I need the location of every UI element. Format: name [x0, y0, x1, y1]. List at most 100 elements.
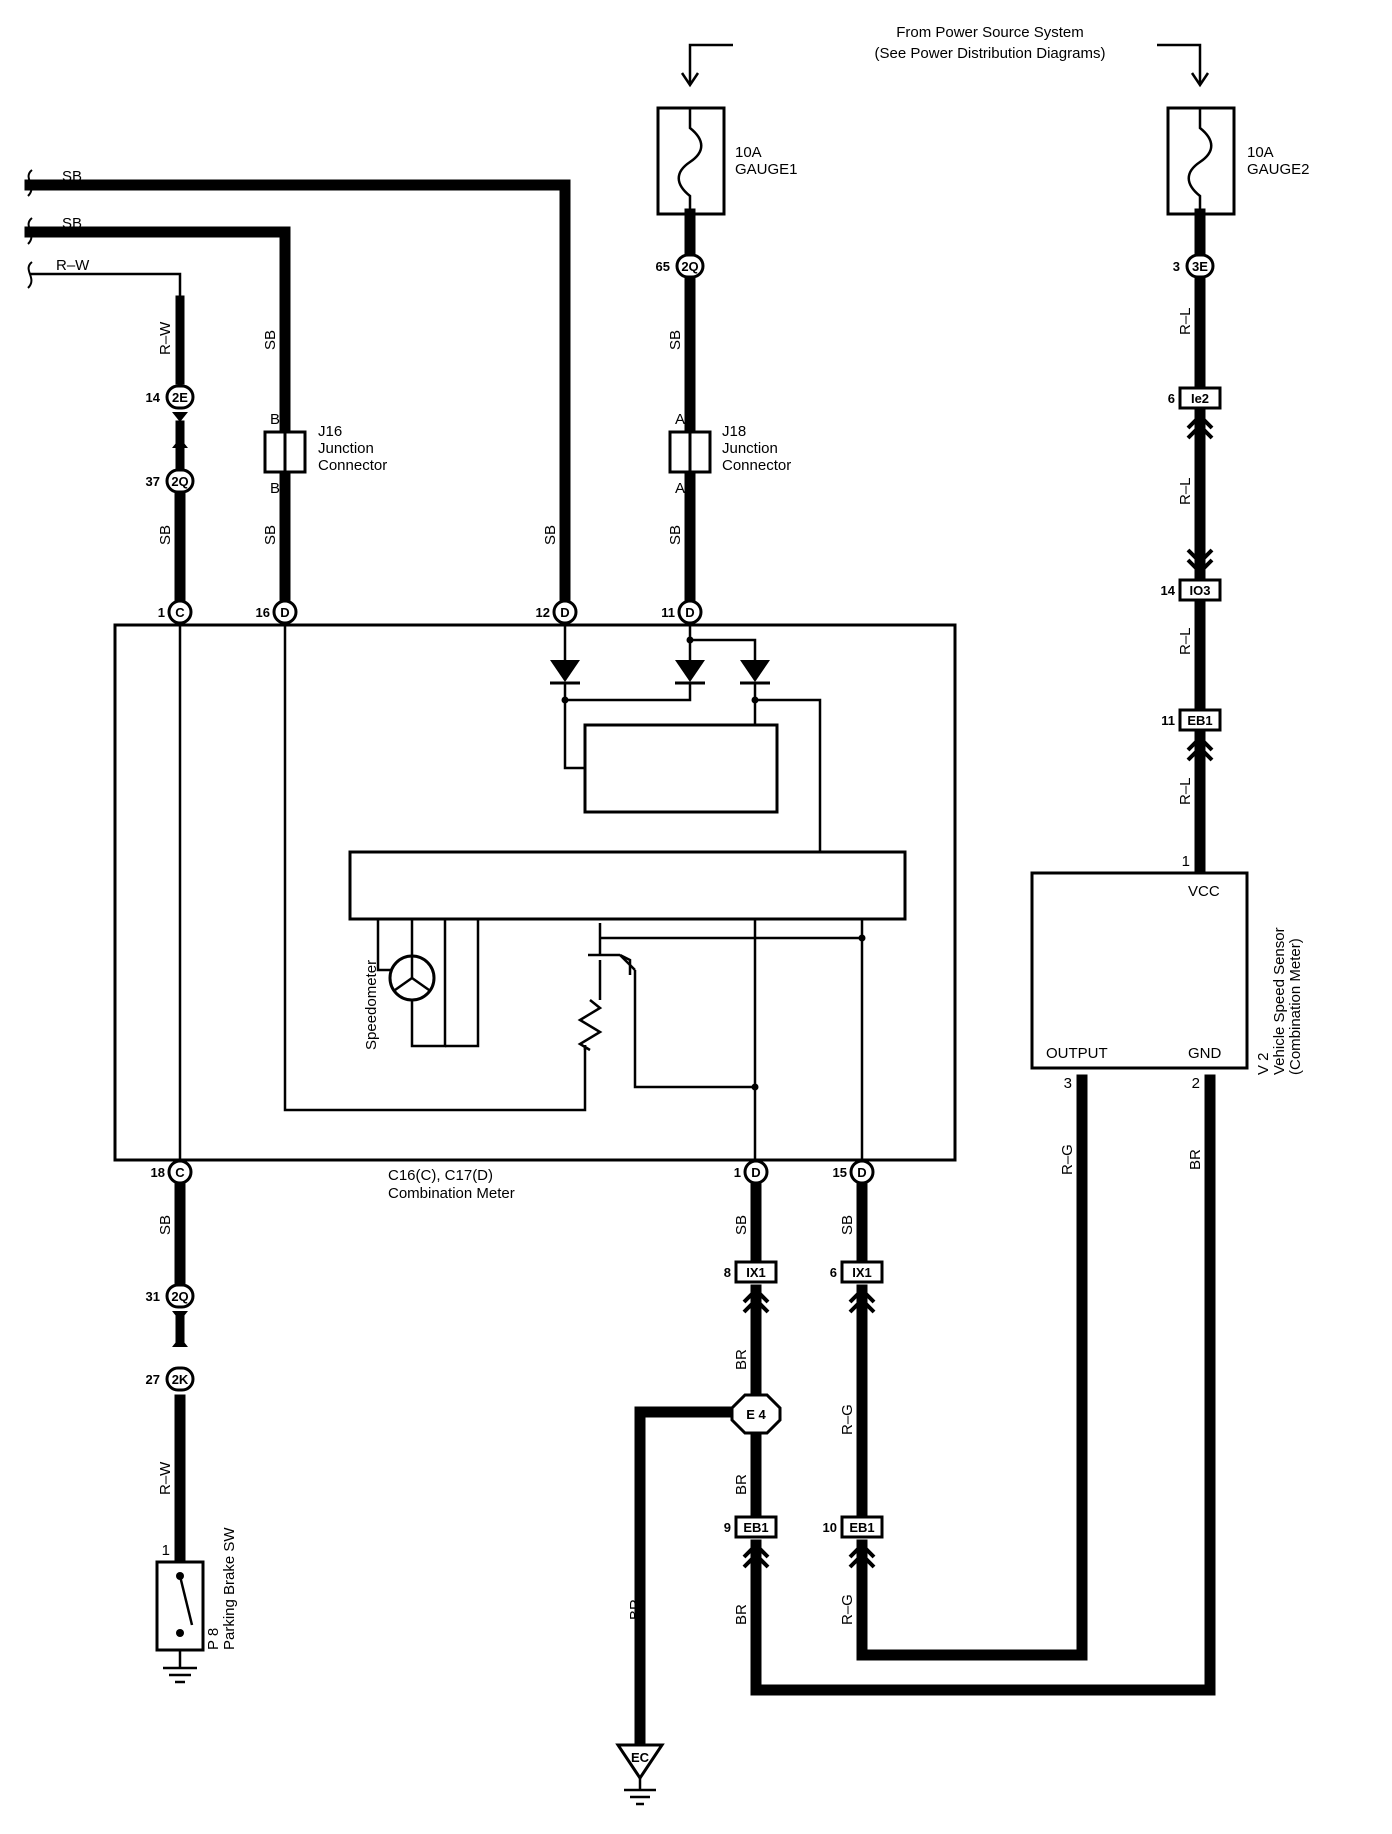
parking-brake-line2: Parking Brake SW: [221, 1527, 238, 1650]
wire-label-rw-bottom: R–W: [157, 1461, 174, 1495]
meter-pin-1c: C 1: [158, 599, 193, 625]
meter-pin-12d: D 12: [536, 599, 578, 625]
svg-text:11: 11: [1161, 713, 1175, 728]
svg-text:IX1: IX1: [852, 1265, 872, 1280]
sensor-vcc: VCC: [1188, 883, 1220, 900]
connector-2q-37: 2Q 37: [146, 468, 195, 494]
connector-2q-31: 2Q 31: [146, 1283, 195, 1309]
wire-label-rl-3: R–L: [1177, 627, 1194, 655]
svg-text:18: 18: [151, 1165, 165, 1180]
sensor-title1: V 2: [1255, 1052, 1272, 1075]
j18-line2: Junction: [722, 440, 778, 457]
svg-text:11: 11: [661, 605, 675, 620]
wire-label-rl-1: R–L: [1177, 307, 1194, 335]
parking-brake-switch: 1 P 8 Parking Brake SW: [155, 1527, 238, 1684]
rect-connectors: Ie2 6 IO3 14 EB1 11 IX1 8 IX: [724, 386, 1222, 1569]
svg-text:D: D: [857, 1165, 866, 1180]
wire-label-rg-sensor: R–G: [1059, 1144, 1076, 1175]
svg-text:6: 6: [1168, 391, 1175, 406]
wire-label-sb-c1: SB: [157, 525, 174, 545]
svg-text:IX1: IX1: [746, 1265, 766, 1280]
meter-pin-18c: C 18: [151, 1159, 193, 1185]
svg-text:9: 9: [724, 1520, 731, 1535]
meter-pin-15d: D 15: [833, 1159, 875, 1185]
connector-ix1-6: IX1 6: [830, 1260, 884, 1314]
wire-label-sb-1d: SB: [733, 1215, 750, 1235]
fuse-gauge2-name: GAUGE2: [1247, 161, 1310, 178]
sensor-gnd: GND: [1188, 1045, 1222, 1062]
wire-label-rg-1: R–G: [839, 1404, 856, 1435]
j18-pin-bottom: A: [675, 480, 685, 497]
svg-text:D: D: [560, 605, 569, 620]
wire-label-sb-15d: SB: [839, 1215, 856, 1235]
j16-line2: Junction: [318, 440, 374, 457]
sensor-pin-output: 3: [1064, 1075, 1072, 1092]
svg-text:37: 37: [146, 474, 160, 489]
speedometer-gauge: Speedometer: [363, 919, 480, 1050]
diode-3: [740, 660, 770, 685]
connector-2q-65: 2Q 65: [656, 253, 705, 279]
svg-text:Ie2: Ie2: [1191, 391, 1209, 406]
meter-pin-1d: D 1: [734, 1159, 769, 1185]
fuse-gauge2-amp: 10A: [1247, 144, 1274, 161]
combination-meter-line2: Combination Meter: [388, 1185, 515, 1202]
wire-break-marks: [27, 169, 33, 289]
sensor-title3: (Combination Meter): [1287, 938, 1304, 1075]
wire-label-br-sensor: BR: [1187, 1149, 1204, 1170]
wire-label-sb-top1: SB: [62, 168, 82, 185]
j16-line3: Connector: [318, 457, 387, 474]
svg-text:EB1: EB1: [849, 1520, 874, 1535]
fuse-gauge1-name: GAUGE1: [735, 161, 798, 178]
wire-label-sb-12d: SB: [542, 525, 559, 545]
svg-text:3: 3: [1173, 259, 1180, 274]
svg-text:8: 8: [724, 1265, 731, 1280]
svg-text:27: 27: [146, 1372, 160, 1387]
svg-text:2Q: 2Q: [681, 259, 698, 274]
connector-eb1-10: EB1 10: [823, 1515, 884, 1569]
wire-label-br-2: BR: [733, 1474, 750, 1495]
svg-text:2Q: 2Q: [171, 474, 188, 489]
svg-text:12: 12: [536, 605, 550, 620]
svg-text:EB1: EB1: [1187, 713, 1212, 728]
j18-name: J18: [722, 423, 746, 440]
connector-eb1-9: EB1 9: [724, 1515, 778, 1569]
svg-text:2E: 2E: [172, 390, 188, 405]
wire-label-rw-top: R–W: [56, 257, 90, 274]
svg-text:10: 10: [823, 1520, 837, 1535]
connector-eb1-11: EB1 11: [1161, 708, 1222, 762]
meter-pin-16d: D 16: [256, 599, 298, 625]
oval-connectors: 2E 14 2Q 37 2Q 65 3E 3 2Q 31: [146, 253, 1215, 1392]
power-feed-gauge1: [680, 43, 733, 88]
diode-1: [550, 660, 580, 685]
svg-text:C: C: [175, 605, 185, 620]
sensor-pin-gnd: 2: [1192, 1075, 1200, 1092]
connector-3e-3: 3E 3: [1173, 253, 1215, 279]
wire-label-br-3: BR: [733, 1604, 750, 1625]
combination-meter-line1: C16(C), C17(D): [388, 1167, 493, 1184]
svg-text:C: C: [175, 1165, 185, 1180]
junction-connector-j18: A A J18 Junction Connector: [668, 411, 791, 497]
wire-label-sb-top2: SB: [62, 215, 82, 232]
svg-text:16: 16: [256, 605, 270, 620]
svg-text:6: 6: [830, 1265, 837, 1280]
connector-2e-14: 2E 14: [146, 384, 195, 410]
svg-text:1: 1: [158, 605, 165, 620]
diode-2: [675, 660, 705, 685]
wire-label-sb-j16: SB: [262, 330, 279, 350]
svg-text:14: 14: [146, 390, 161, 405]
junction-connector-j16: B B J16 Junction Connector: [263, 411, 387, 497]
transistor: [577, 923, 860, 1089]
j16-name: J16: [318, 423, 342, 440]
power-feed-gauge2: [1157, 43, 1210, 88]
svg-text:EB1: EB1: [743, 1520, 768, 1535]
ground-ec: EC: [615, 1743, 665, 1806]
power-source-line1: From Power Source System: [896, 24, 1084, 41]
connector-ie2-6: Ie2 6: [1168, 386, 1222, 440]
svg-text:D: D: [685, 605, 694, 620]
wire-label-sb-gauge1: SB: [667, 330, 684, 350]
fuse-gauge1-amp: 10A: [735, 144, 762, 161]
svg-text:1: 1: [734, 1165, 741, 1180]
wire-label-br-ground: BR: [627, 1599, 644, 1620]
svg-text:65: 65: [656, 259, 670, 274]
svg-text:31: 31: [146, 1289, 160, 1304]
